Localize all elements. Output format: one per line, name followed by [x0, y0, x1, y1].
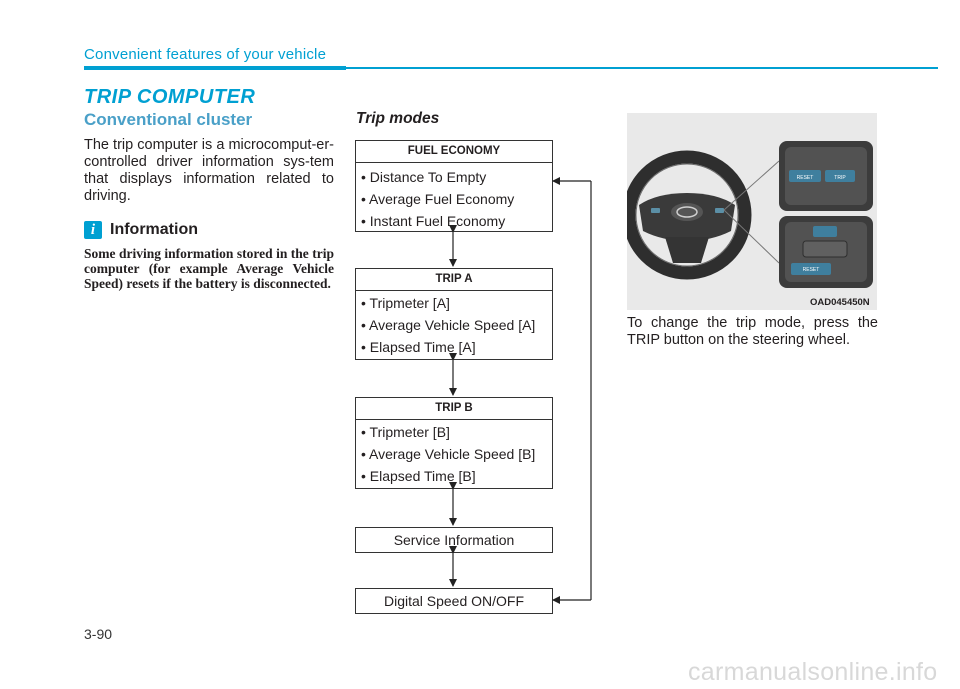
mode-item: • Elapsed Time [A]: [361, 339, 476, 355]
fuel-economy-box: FUEL ECONOMY • Distance To Empty • Avera…: [355, 140, 553, 232]
information-icon: i: [84, 221, 102, 239]
page-number: 3-90: [84, 626, 113, 642]
mode-item: • Average Vehicle Speed [A]: [361, 317, 536, 333]
mode-item: • Average Fuel Economy: [361, 191, 515, 207]
watermark: carmanualsonline.info: [688, 658, 938, 686]
mode-item: • Elapsed Time [B]: [361, 468, 476, 484]
section-header: Convenient features of your vehicle: [84, 46, 327, 63]
digital-speed-box: Digital Speed ON/OFF: [355, 588, 553, 614]
mode-item: • Distance To Empty: [361, 169, 487, 185]
trip-a-title: TRIP A: [356, 269, 552, 291]
figure-code: OAD045450N: [810, 297, 870, 308]
trip-modes-heading: Trip modes: [356, 110, 440, 127]
page-title: TRIP COMPUTER: [84, 86, 256, 108]
fuel-economy-title: FUEL ECONOMY: [356, 141, 552, 163]
header-rule-thin: [346, 67, 938, 69]
trip-button-label: TRIP: [834, 175, 846, 181]
information-note: Some driving information stored in the t…: [84, 246, 334, 291]
mode-item: • Tripmeter [A]: [361, 295, 450, 311]
trip-b-title: TRIP B: [356, 398, 552, 420]
mode-item: • Instant Fuel Economy: [361, 213, 506, 229]
trip-button-instruction: To change the trip mode, press the TRIP …: [627, 315, 878, 348]
mode-item: • Average Vehicle Speed [B]: [361, 446, 536, 462]
trip-b-box: TRIP B • Tripmeter [B] • Average Vehicle…: [355, 397, 553, 489]
steering-wheel-photo: RESET TRIP RESET: [627, 113, 877, 310]
conventional-cluster-heading: Conventional cluster: [84, 110, 253, 129]
intro-paragraph: The trip computer is a microcomput-er-co…: [84, 137, 334, 204]
information-heading: Information: [110, 221, 198, 238]
reset-button-label: RESET: [797, 175, 814, 181]
mode-item: • Tripmeter [B]: [361, 424, 450, 440]
header-rule: [84, 66, 346, 70]
reset-button-label: RESET: [803, 267, 820, 273]
